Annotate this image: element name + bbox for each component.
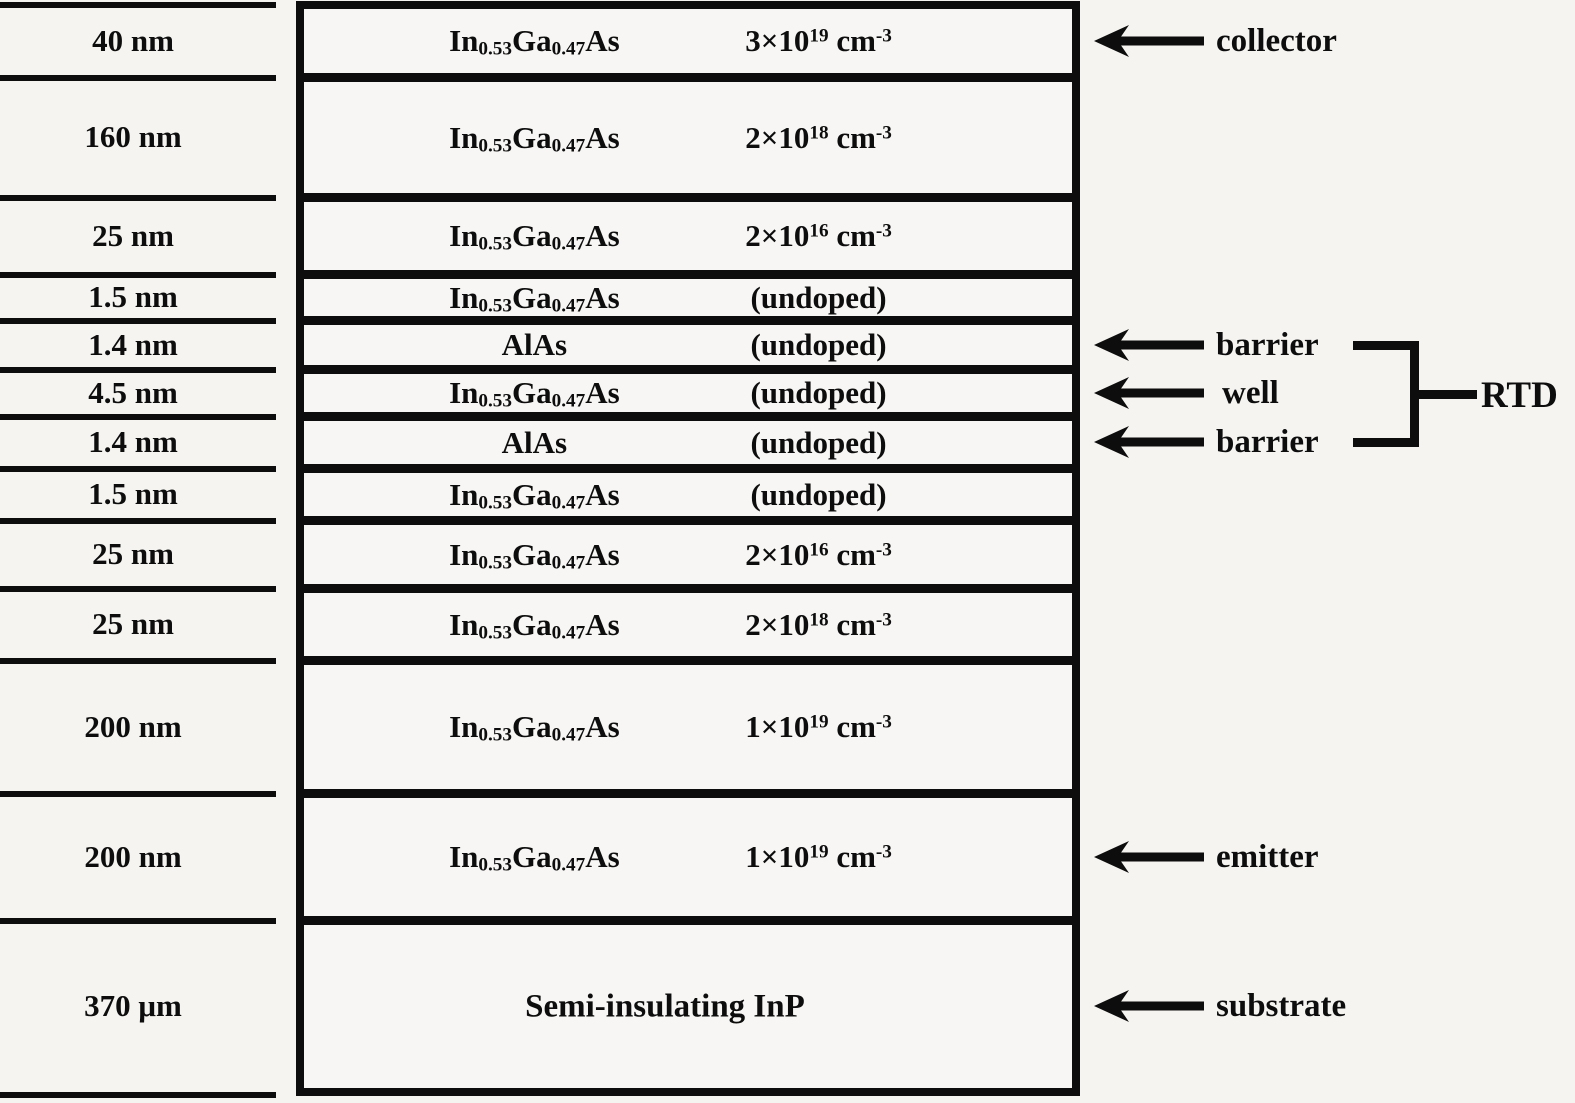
thickness-label: 40 nm: [92, 23, 174, 58]
layer-material: AlAs: [501, 327, 568, 362]
thickness-divider-line: [0, 414, 276, 420]
layer-material: In0.53Ga0.47As: [449, 476, 620, 513]
layer-divider: [304, 464, 1072, 473]
layer-row-barrier: AlAs (undoped): [304, 421, 1072, 464]
layer-doping: 2×1016 cm-3: [745, 218, 892, 253]
well-label: well: [1222, 375, 1279, 411]
layer-row-barrier: AlAs (undoped): [304, 325, 1072, 365]
layer-doping: (undoped): [750, 424, 887, 460]
layer-doping: 2×1018 cm-3: [745, 119, 892, 155]
layer-divider: [304, 193, 1072, 202]
layer-row: In0.53Ga0.47As 2×1016 cm-3: [304, 202, 1072, 270]
layer-doping: (undoped): [750, 327, 887, 362]
layer-divider: [304, 316, 1072, 325]
thickness-label: 160 nm: [84, 119, 182, 154]
thickness-divider-line: [0, 195, 276, 201]
substrate-label: substrate: [1216, 988, 1347, 1024]
thickness-label: 200 nm: [84, 709, 182, 744]
layer-row-spacer: In0.53Ga0.47As (undoped): [304, 473, 1072, 516]
thickness-divider-line: [0, 518, 276, 524]
layer-row-spacer: In0.53Ga0.47As (undoped): [304, 279, 1072, 316]
layer-doping: (undoped): [750, 279, 887, 315]
thickness-label: 4.5 nm: [88, 375, 178, 410]
layer-doping: 2×1018 cm-3: [745, 606, 892, 642]
layer-doping: (undoped): [750, 375, 887, 410]
thickness-label: 200 nm: [84, 839, 182, 874]
layer-doping: 3×1019 cm-3: [745, 23, 892, 58]
thickness-divider-line: [0, 791, 276, 797]
thickness-divider-line: [0, 918, 276, 924]
barrier-bottom-arrow-icon: [1094, 426, 1204, 458]
layer-doping: 2×1016 cm-3: [745, 536, 892, 572]
substrate-arrow-icon: [1094, 990, 1204, 1022]
thickness-label: 370 μm: [84, 988, 182, 1023]
layer-material: In0.53Ga0.47As: [449, 119, 620, 156]
layer-divider: [304, 584, 1072, 593]
thickness-divider-line: [0, 658, 276, 664]
layer-material: In0.53Ga0.47As: [449, 375, 620, 412]
epitaxial-stack-box: In0.53Ga0.47As 3×1019 cm-3 In0.53Ga0.47A…: [296, 1, 1080, 1096]
layer-material: AlAs: [501, 424, 568, 460]
thickness-label: 1.4 nm: [88, 424, 178, 459]
layer-divider: [304, 789, 1072, 798]
layer-divider: [304, 365, 1072, 374]
rtd-label: RTD: [1481, 375, 1558, 416]
layer-row-well: In0.53Ga0.47As (undoped): [304, 374, 1072, 412]
layer-divider: [304, 516, 1072, 525]
rtd-bracket-top-stub: [1353, 341, 1419, 350]
layer-material: In0.53Ga0.47As: [449, 536, 620, 573]
layer-material: In0.53Ga0.47As: [449, 23, 620, 60]
rtd-bracket-bottom-stub: [1353, 438, 1419, 447]
barrier-top-arrow-icon: [1094, 329, 1204, 361]
thickness-divider-line: [0, 318, 276, 324]
layer-row: In0.53Ga0.47As 1×1019 cm-3: [304, 665, 1072, 789]
collector-label: collector: [1216, 23, 1337, 59]
barrier-top-label: barrier: [1216, 327, 1319, 363]
well-arrow-icon: [1094, 377, 1204, 409]
thickness-divider-line: [0, 75, 276, 81]
rtd-bracket-vertical: [1410, 341, 1419, 447]
layer-row: In0.53Ga0.47As 2×1016 cm-3: [304, 525, 1072, 584]
thickness-divider-line: [0, 586, 276, 592]
layer-divider: [304, 270, 1072, 279]
layer-material: In0.53Ga0.47As: [449, 218, 620, 255]
layer-row: In0.53Ga0.47As 2×1018 cm-3: [304, 593, 1072, 656]
emitter-arrow-icon: [1094, 841, 1204, 873]
layer-material: In0.53Ga0.47As: [449, 709, 620, 746]
layer-row-collector-cap: In0.53Ga0.47As 3×1019 cm-3: [304, 9, 1072, 73]
layer-material: In0.53Ga0.47As: [449, 279, 620, 316]
layer-material: In0.53Ga0.47As: [449, 606, 620, 643]
thickness-label: 1.5 nm: [88, 279, 178, 314]
thickness-divider-line: [0, 1092, 276, 1098]
layer-row: In0.53Ga0.47As 2×1018 cm-3: [304, 82, 1072, 193]
layer-doping: (undoped): [750, 476, 887, 512]
layer-divider: [304, 916, 1072, 925]
thickness-divider-line: [0, 367, 276, 373]
thickness-label: 25 nm: [92, 536, 174, 571]
thickness-divider-line: [0, 2, 276, 8]
layer-doping: 1×1019 cm-3: [745, 839, 892, 874]
barrier-bottom-label: barrier: [1216, 424, 1319, 460]
thickness-label: 1.5 nm: [88, 476, 178, 511]
layer-material: Semi-insulating InP: [525, 988, 805, 1024]
thickness-label: 25 nm: [92, 606, 174, 641]
layer-doping: 1×1019 cm-3: [745, 709, 892, 744]
layer-row-emitter: In0.53Ga0.47As 1×1019 cm-3: [304, 798, 1072, 916]
layer-row-substrate: Semi-insulating InP: [304, 925, 1072, 1088]
layer-material: In0.53Ga0.47As: [449, 839, 620, 876]
thickness-label: 1.4 nm: [88, 327, 178, 362]
thickness-label: 25 nm: [92, 218, 174, 253]
layer-divider: [304, 656, 1072, 665]
layer-divider: [304, 73, 1072, 82]
collector-arrow-icon: [1094, 25, 1204, 57]
emitter-label: emitter: [1216, 839, 1319, 875]
thickness-divider-line: [0, 466, 276, 472]
layer-divider: [304, 412, 1072, 421]
thickness-divider-line: [0, 272, 276, 278]
rtd-bracket-middle-stub: [1415, 390, 1477, 399]
